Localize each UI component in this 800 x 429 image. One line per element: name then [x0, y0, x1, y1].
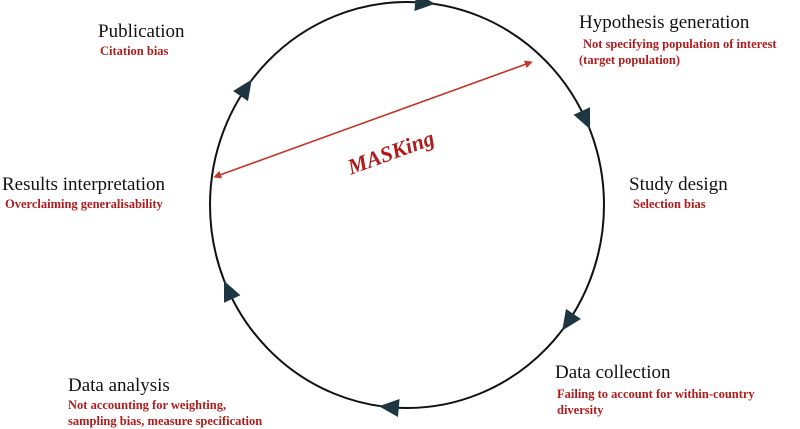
stage-study-design: Study design Selection bias — [629, 174, 728, 212]
stage-bias: Overclaiming generalisability — [5, 197, 163, 211]
stage-title: Results interpretation — [2, 174, 166, 195]
research-cycle-diagram — [209, 0, 605, 417]
masking-double-arrow — [213, 60, 533, 179]
cycle-arrowheads — [223, 0, 591, 417]
arrowhead-icon — [223, 280, 241, 303]
stage-bias: diversity — [557, 403, 604, 417]
stage-title: Study design — [629, 174, 728, 195]
arrowhead-icon — [233, 79, 252, 102]
stage-data-collection: Data collection Failing to account for w… — [555, 362, 755, 418]
arrowhead-icon — [414, 0, 436, 11]
stage-bias: Citation bias — [100, 44, 169, 58]
stage-bias: Selection bias — [633, 197, 706, 211]
arrowhead-icon — [573, 107, 591, 130]
stage-bias: Not specifying population of interest — [583, 37, 777, 51]
stage-publication: Publication Citation bias — [98, 21, 185, 59]
stage-bias: Not accounting for weighting, — [68, 398, 227, 412]
stage-hypothesis: Hypothesis generation Not specifying pop… — [579, 12, 777, 68]
stage-title: Data analysis — [68, 375, 170, 396]
arrowhead-icon — [378, 399, 400, 417]
stage-data-analysis: Data analysis Not accounting for weighti… — [68, 375, 262, 429]
arrowhead-icon — [562, 308, 581, 331]
cycle-circle — [209, 1, 605, 409]
stage-bias: Failing to account for within-country — [557, 387, 755, 401]
stage-bias: (target population) — [579, 53, 681, 67]
stage-title: Publication — [98, 21, 185, 42]
stage-bias: sampling bias, measure specification — [68, 414, 263, 428]
stage-title: Hypothesis generation — [579, 12, 750, 33]
stage-title: Data collection — [555, 362, 671, 383]
stage-results-interpretation: Results interpretation Overclaiming gene… — [2, 174, 165, 212]
